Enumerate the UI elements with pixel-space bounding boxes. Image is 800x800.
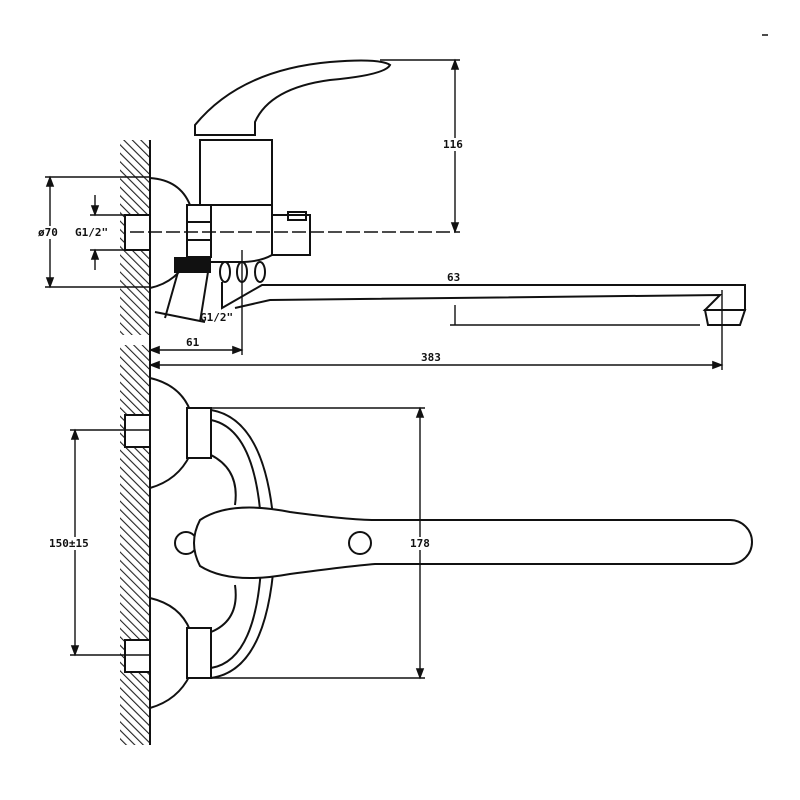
- dim-label-inlet-spacing: 150±15: [49, 537, 89, 550]
- dim-label-inlet-thread: G1/2": [75, 226, 109, 239]
- dim-label-spout-height: 63: [447, 271, 461, 284]
- top-view-faucet: [124, 377, 753, 709]
- dim-label-wall-offset: 61: [186, 336, 200, 349]
- dim-label-body-height: 178: [410, 537, 430, 550]
- dim-label-spout-reach: 383: [421, 351, 441, 364]
- dim-label-handle-height: 116: [443, 138, 463, 151]
- side-view-faucet: [124, 59, 747, 326]
- wall-hatch: [120, 140, 151, 745]
- side-dimension-lines: [45, 58, 724, 370]
- dim-label-flange-diameter: ø70: [38, 226, 58, 239]
- dim-label-inlet-thread-angled: G1/2": [200, 311, 234, 324]
